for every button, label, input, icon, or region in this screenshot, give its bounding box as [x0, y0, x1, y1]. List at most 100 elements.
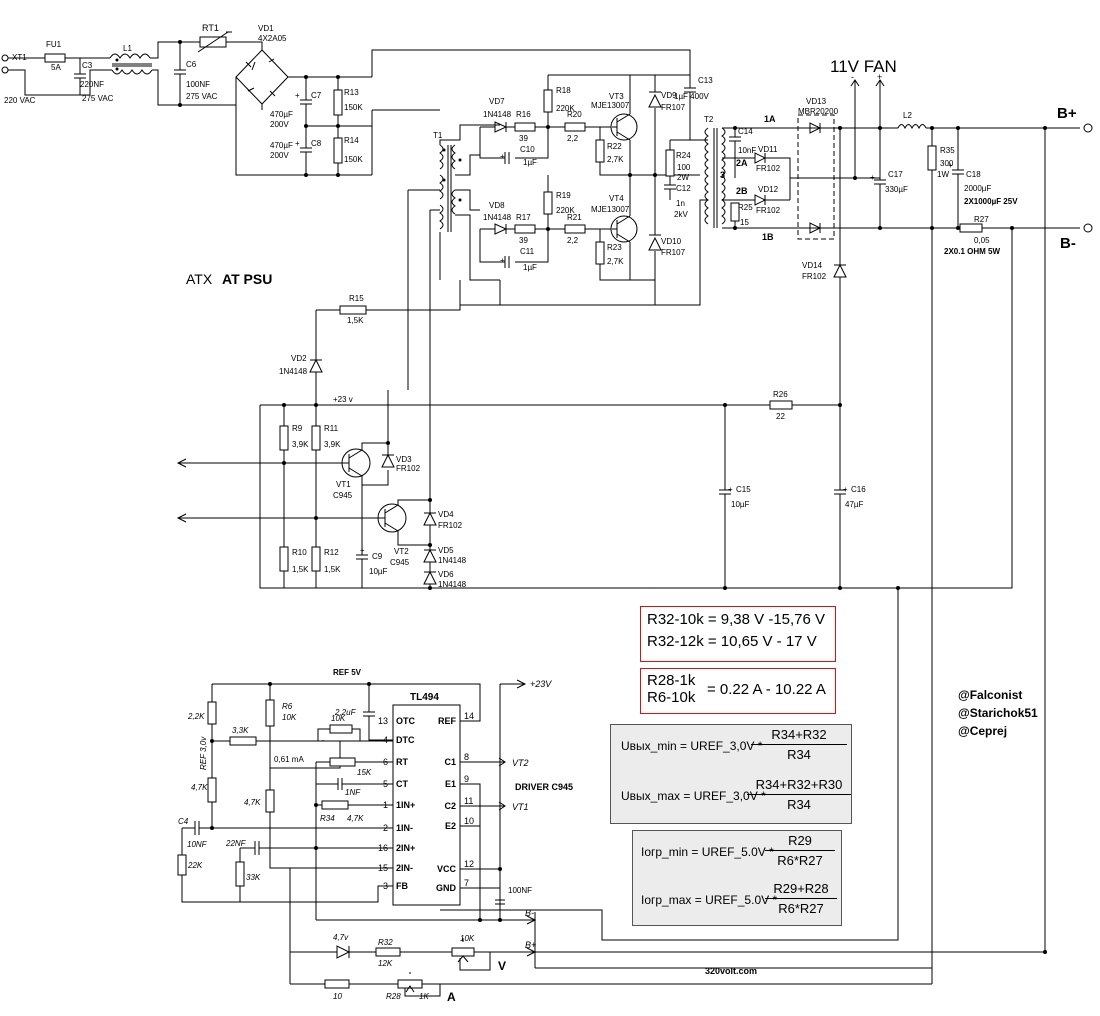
svg-text:+: +	[500, 256, 505, 265]
r21-label: R21	[567, 213, 582, 222]
r-4k7b-value: 4,7K	[244, 798, 261, 807]
svg-text:+: +	[843, 485, 848, 494]
r6-value: 10K	[282, 713, 297, 722]
r-2k2-resistor	[207, 701, 217, 725]
c14-value: 10nF	[738, 146, 756, 155]
vd7-value: 1N4148	[483, 110, 512, 119]
winding-2b-label: 2B	[736, 186, 748, 196]
pin-9-name: E1	[445, 779, 456, 789]
r28-label: R28	[386, 992, 401, 1001]
fu1-label: FU1	[46, 40, 62, 49]
vd6-label: VD6	[438, 570, 454, 579]
vd8-value: 1N4148	[483, 213, 512, 222]
driver-section: R15 1,5K VD2 1N4148 +23 v R26 22 R9 3,9K…	[176, 128, 1046, 969]
r32-12k-range: = 10,65 V - 17 V	[707, 633, 817, 650]
b-minus-terminal	[1083, 223, 1093, 233]
r-4k7a-resistor	[207, 777, 217, 803]
r-3k3-value: 3,3K	[232, 726, 249, 735]
zener-value: 4,7v	[333, 933, 349, 942]
b-plus-terminal	[1083, 123, 1093, 133]
vt3-label: VT3	[609, 92, 624, 101]
half-bridge-section: T1 VD7 1N4148 R16 39 R20 2,2 + C10 1µF R…	[372, 60, 713, 390]
l1-choke	[109, 53, 153, 75]
c18-label: C18	[966, 170, 981, 179]
r12-resistor	[311, 546, 321, 572]
r9-value: 3,9K	[292, 440, 309, 449]
vd4-label: VD4	[438, 510, 454, 519]
r15-value: 1,5K	[347, 316, 364, 325]
vd8-label: VD8	[489, 201, 505, 210]
r20-label: R20	[567, 110, 582, 119]
winding-1b-label: 1B	[762, 232, 774, 242]
vd2-value: 1N4148	[279, 367, 308, 376]
iorp-min-ref: UREF_5.0V	[701, 845, 766, 859]
pin-9-number: 9	[464, 774, 469, 784]
fu1-fuse	[44, 53, 66, 63]
vd1-label: VD1	[258, 24, 274, 33]
r18-label: R18	[556, 86, 571, 95]
uout-min-ref: UREF_3,0V	[690, 739, 755, 753]
r19-resistor	[543, 191, 553, 215]
voltage-range-note: R32-10k = 9,38 V -15,76 V R32-12k = 10,6…	[640, 606, 836, 662]
c13-label: C13	[698, 76, 713, 85]
r-3k3-resistor	[229, 736, 257, 746]
vd5-value: 1N4148	[438, 556, 467, 565]
c15-value: 10µF	[731, 500, 750, 509]
c8-voltage: 200V	[270, 151, 289, 160]
r19-label: R19	[556, 191, 571, 200]
vd4-value: FR102	[438, 521, 463, 530]
fan-minus: -	[851, 72, 854, 82]
vd9-label: VD9	[661, 91, 677, 100]
r24-label: R24	[676, 151, 691, 160]
pin-11-number: 11	[464, 796, 473, 806]
c13-value: 1µF 400V	[674, 92, 710, 101]
at-psu-label: AT PSU	[222, 271, 272, 287]
c17-value: 330µF	[885, 185, 908, 194]
input-section: XT1 220 VAC FU1 5A C3 220NF 275 VAC L1 C…	[1, 23, 691, 177]
vd10-label: VD10	[661, 237, 682, 246]
winding-2a-label: 2A	[736, 158, 748, 168]
c17-label: C17	[888, 170, 903, 179]
r22-resistor	[595, 139, 605, 163]
ac-terminal-1	[1, 54, 9, 62]
vd11-label: VD11	[758, 145, 778, 154]
l2-choke	[897, 124, 927, 130]
vt4-value: MJE13007	[591, 205, 630, 214]
r-33k-value: 33K	[246, 873, 261, 882]
r17-value: 39	[519, 236, 528, 245]
vd1-bridge	[235, 49, 289, 105]
c-100nf-value: 100NF	[508, 886, 532, 895]
r15-label: R15	[349, 294, 364, 303]
c6-label: C6	[186, 60, 197, 69]
iorp-min-mul: *	[769, 845, 774, 859]
vd3-value: FR102	[396, 464, 421, 473]
uout-max-ref: UREF_3,0V	[693, 789, 758, 803]
r24-value: 100	[677, 163, 691, 172]
r12-label: R12	[324, 548, 339, 557]
vd10-value: FR107	[661, 248, 686, 257]
pin-6-name: RT	[396, 757, 408, 767]
vt3-value: MJE13007	[591, 101, 630, 110]
r20-value: 2,2	[567, 134, 579, 143]
svg-text:+: +	[948, 161, 953, 170]
r16-label: R16	[516, 110, 531, 119]
credit-3: @Ceprej	[958, 724, 1008, 738]
r34-resistor	[321, 800, 349, 810]
vd14-value: FR102	[802, 272, 827, 281]
r-15k-value: 15K	[357, 768, 372, 777]
r-22k-resistor	[177, 854, 187, 876]
pin-5-number: 5	[383, 779, 388, 789]
fu1-value: 5A	[51, 63, 61, 72]
c7-voltage: 200V	[270, 120, 289, 129]
r6-resistor	[265, 699, 275, 727]
iorp-min-lhs: Iогр_min =	[641, 845, 699, 859]
v-label: V	[498, 959, 506, 973]
vac-label: 220 VAC	[4, 96, 36, 105]
plus23v-label: +23 v	[333, 395, 353, 404]
pin-13-number: 13	[378, 716, 388, 726]
vt2-net-label: VT2	[512, 758, 529, 768]
r22-label: R22	[607, 142, 622, 151]
uout-min-num: R34+R32	[751, 727, 847, 745]
r16-value: 39	[519, 134, 528, 143]
